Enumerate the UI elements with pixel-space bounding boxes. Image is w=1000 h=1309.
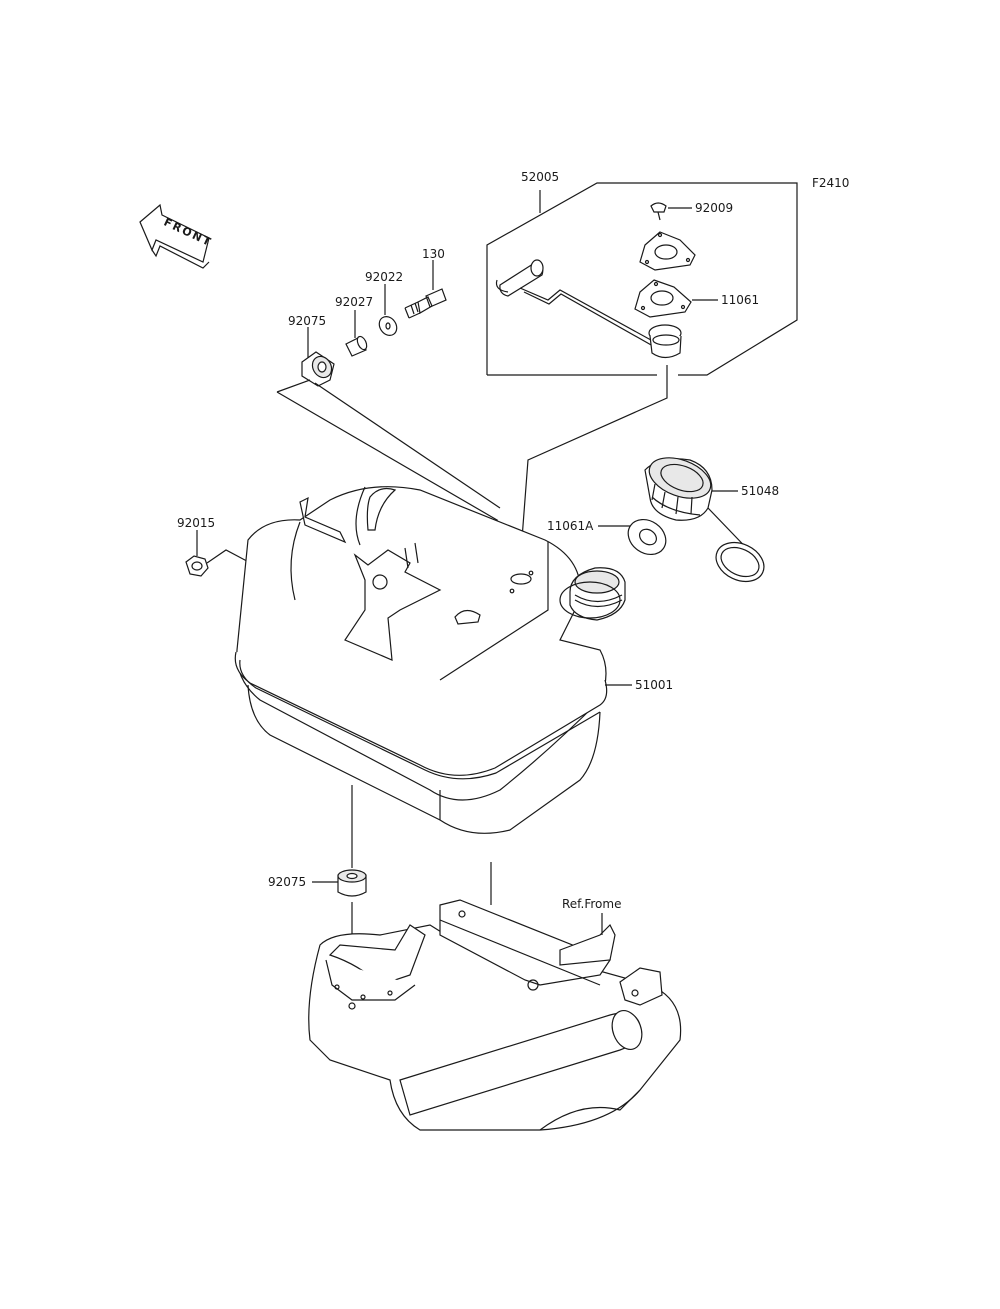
damper-92075-bottom: 92075 (268, 869, 367, 897)
fuel-cap-51048: 51048 (644, 457, 779, 583)
bolt-130: 130 (404, 247, 447, 319)
frame-reference: Ref.Frome (308, 897, 682, 1131)
part-label-51048: 51048 (741, 484, 779, 498)
part-label-130: 130 (422, 247, 445, 261)
collar-92027: 92027 (335, 295, 373, 357)
sender-assembly-box: 52005 (486, 170, 798, 376)
fuel-tank-51001: 51001 (234, 486, 673, 834)
part-label-51001: 51001 (635, 678, 673, 692)
part-label-92015: 92015 (177, 516, 215, 530)
gasket-11061: 11061 (634, 279, 759, 318)
part-label-52005: 52005 (521, 170, 559, 184)
damper-92075-top: 92075 (288, 314, 335, 387)
part-label-92027: 92027 (335, 295, 373, 309)
washer-92022: 92022 (365, 270, 403, 336)
part-label-92022: 92022 (365, 270, 403, 284)
part-label-11061: 11061 (721, 293, 759, 307)
front-arrow-icon: FRONT (139, 203, 214, 269)
part-label-92075-bottom: 92075 (268, 875, 306, 889)
part-label-11061A: 11061A (547, 519, 594, 533)
screw-92009: 92009 (650, 201, 733, 221)
fuel-sender-unit (495, 259, 682, 359)
part-label-92075-top: 92075 (288, 314, 326, 328)
part-label-92009: 92009 (695, 201, 733, 215)
diagram-code: F2410 (812, 176, 849, 190)
ref-frame-label: Ref.Frome (562, 897, 621, 911)
gasket-11061A: 11061A (547, 518, 667, 556)
retainer-plate (639, 231, 696, 271)
